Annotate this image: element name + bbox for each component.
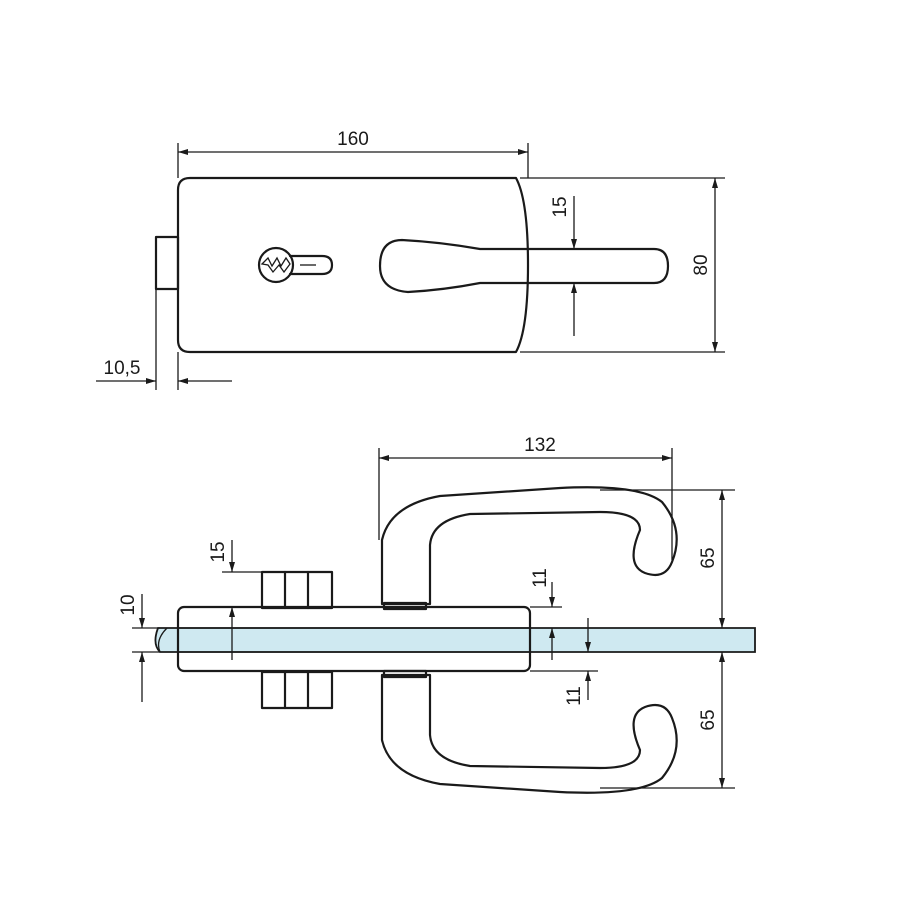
dimension-label-80: 80	[691, 254, 712, 275]
dimension-label-65-lower: 65	[698, 709, 719, 730]
lower-handle-rose	[382, 669, 428, 679]
lock-body-plate	[176, 176, 530, 354]
spindle-block	[154, 235, 180, 291]
upper-handle-rose	[382, 601, 428, 611]
upper-handle	[380, 486, 678, 606]
dimension-label-11-upper: 11	[530, 568, 551, 588]
counterplate-top	[260, 570, 334, 610]
dimension-label-15-side: 15	[208, 541, 229, 562]
dimension-label-132: 132	[524, 435, 556, 456]
lever-handle	[378, 238, 670, 294]
dimension-label-11-lower: 11	[564, 686, 585, 706]
glass-panel	[154, 627, 756, 653]
lower-handle	[380, 673, 678, 794]
side-view: 132 65 65 11 11 15 10	[118, 435, 756, 794]
dimension-label-65-upper: 65	[698, 547, 719, 568]
counterplate-bottom	[260, 670, 334, 710]
glass-edge	[157, 627, 168, 653]
dimension-label-15: 15	[550, 196, 571, 217]
dimension-label-10: 10	[118, 594, 139, 615]
dimension-label-10-5: 10,5	[104, 358, 141, 379]
key-cylinder	[257, 246, 334, 284]
top-view: 160 80 15 10,5	[96, 129, 725, 390]
dimension-label-160: 160	[337, 129, 369, 150]
glass-slot	[177, 627, 531, 653]
